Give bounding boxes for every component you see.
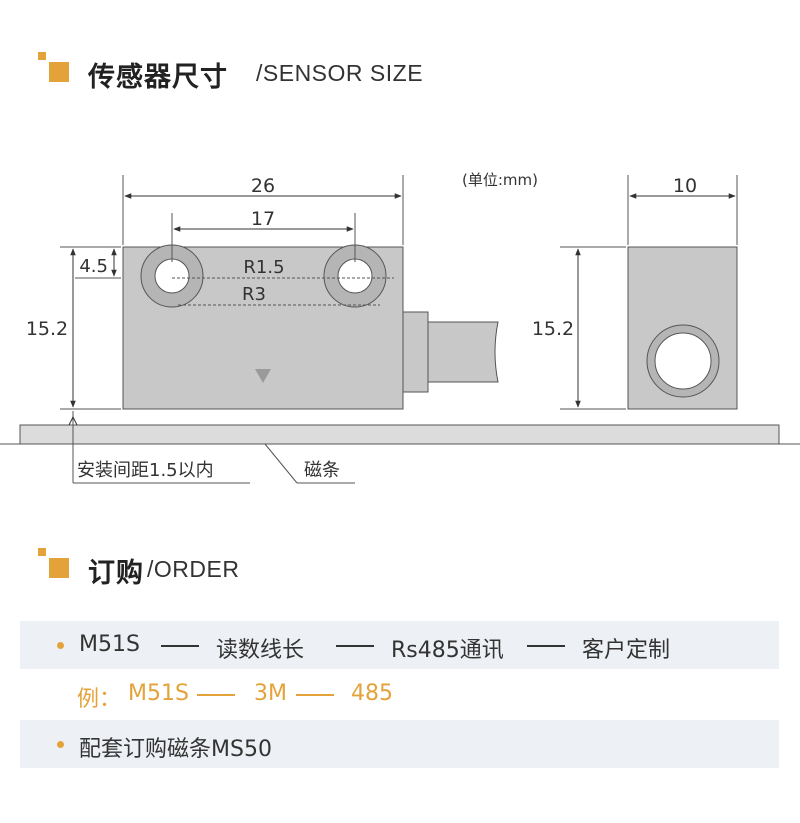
example-dash xyxy=(197,694,235,696)
sensor-cable xyxy=(427,321,499,383)
format-length: 读数线长 xyxy=(216,638,305,663)
dim-width-label: 26 xyxy=(251,175,275,197)
magnetic-strip xyxy=(19,424,780,445)
format-dash xyxy=(336,645,374,647)
sensor-size-header: 传感器尺寸 /SENSOR SIZE xyxy=(36,52,456,96)
order-title: 订购 xyxy=(88,558,144,589)
mount-hole-left-inner xyxy=(154,258,190,294)
unit-note: (单位:mm) xyxy=(462,171,538,189)
gap-arrow xyxy=(68,415,78,426)
row-bullet xyxy=(57,741,64,748)
sensor-size-title: 传感器尺寸 xyxy=(88,62,228,93)
example-comm: 485 xyxy=(351,681,393,706)
example-prefix: 例： xyxy=(77,687,122,712)
order-header: 订购 /ORDER xyxy=(36,548,336,592)
sensing-point-triangle xyxy=(255,369,271,383)
side-hole-inner xyxy=(654,332,712,390)
format-model: M51S xyxy=(79,632,140,657)
row-bullet xyxy=(57,642,64,649)
accessory-text: 配套订购磁条MS50 xyxy=(79,737,272,762)
mount-hole-right-inner xyxy=(337,258,373,294)
example-length: 3M xyxy=(254,681,287,706)
format-dash xyxy=(527,645,565,647)
order-row-accessory: 配套订购磁条MS50 xyxy=(20,720,779,768)
dim-height-right-label: 15.2 xyxy=(532,318,574,340)
header-accent-square xyxy=(49,62,69,82)
strip-label: 磁条 xyxy=(304,460,340,481)
order-row-format: M51S 读数线长 Rs485通讯 客户定制 xyxy=(20,621,779,669)
radius-small-label: R1.5 xyxy=(243,257,284,278)
format-custom: 客户定制 xyxy=(582,638,671,663)
radius-large-label: R3 xyxy=(242,284,266,305)
sensor-dimension-diagram: 26 17 4.5 15.2 R1.5 R3 安装间距1.5以内 磁条 (单位:… xyxy=(0,171,800,484)
gap-label: 安装间距1.5以内 xyxy=(77,460,214,481)
dim-height-left-label: 15.2 xyxy=(26,318,68,340)
order-row-example: 例： M51S 3M 485 xyxy=(20,670,779,718)
header-accent-dot xyxy=(38,52,46,60)
dim-depth-label: 10 xyxy=(673,175,697,197)
order-subtitle: /ORDER xyxy=(147,556,240,582)
cable-collar xyxy=(402,311,429,393)
dim-hole-spacing-label: 17 xyxy=(251,208,275,230)
format-dash xyxy=(161,645,199,647)
format-comm: Rs485通讯 xyxy=(391,638,504,663)
example-model: M51S xyxy=(128,681,189,706)
strip-leader-diag xyxy=(264,443,298,484)
example-dash xyxy=(296,694,334,696)
dim-hole-offset-label: 4.5 xyxy=(79,256,108,277)
order-accent-square xyxy=(49,558,69,578)
order-accent-dot xyxy=(38,548,46,556)
sensor-size-subtitle: /SENSOR SIZE xyxy=(256,60,424,86)
